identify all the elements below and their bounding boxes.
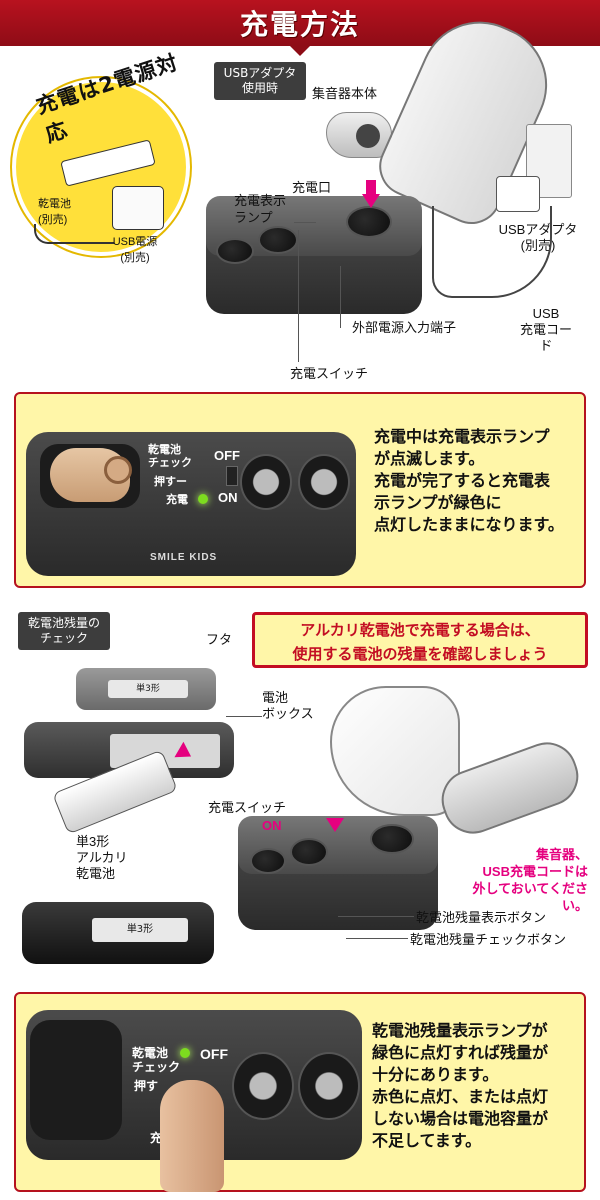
charge-port-arrow-head [362,194,380,208]
hearing-aid-label: 集音器本体 [312,86,378,101]
closeup-push-label: 押すー [154,476,187,488]
closeup2-push-label: 押す [134,1079,159,1093]
battery-box-leader [226,716,262,717]
closeup2-charge-label: 充 [150,1131,163,1145]
page-title: 充電方法 [239,8,360,41]
closeup2-left-well [30,1020,122,1140]
lid-size-text: 単3形 [136,684,160,694]
closeup-brand: SMILE KIDS [150,552,218,563]
charge-switch-label-2: 充電スイッチ [208,800,287,815]
indicator-lamp-label: 充電表示 ランプ [234,193,287,225]
case-right-well-1 [250,848,286,874]
charge-switch-leader [298,230,299,362]
usb-adapter-tag: USBアダプタ 使用時 [214,62,306,100]
usb-cord-label: USB 充電コード [519,306,572,353]
closeup2-battery-check-label: 乾電池 チェック [132,1046,181,1074]
closeup-hearing-aid-speaker [104,456,132,484]
lid-label: フタ [206,632,233,647]
closeup-on-label: ON [218,490,238,505]
charge-indicator-led-green [198,494,208,504]
earpiece-well-2 [258,226,298,254]
closeup-switch [226,466,238,486]
alkaline-warning-box: アルカリ乾電池で充電する場合は、 使用する電池の残量を確認しましょう [252,612,588,668]
case-right-well-2 [290,838,328,866]
closeup-off-label: OFF [214,448,240,463]
closed-box-label-plate: 単3形 [92,918,188,942]
pressing-thumb [160,1080,224,1192]
header-bar: 充電方法 [0,0,600,56]
ext-input-label: 外部電源入力端子 [352,320,457,335]
charge-port-label: 充電口 [292,180,332,195]
battery-check-info-text: 乾電池残量表示ランプが 緑色に点灯すれば残量が 十分にあります。 赤色に点灯、ま… [372,1021,549,1150]
battery-remain-led-green [180,1048,190,1058]
remain-check-leader [346,938,408,939]
header-notch [290,46,310,56]
charge-port-arrow-shaft [366,180,376,196]
battery-check-tag: 乾電池残量の チェック [18,612,110,650]
case-right-well-3 [370,824,414,854]
charge-switch-label: 充電スイッチ [290,366,369,381]
charge-switch-on-label: ON [262,818,282,833]
remain-check-button-label: 乾電池残量チェックボタン [410,932,567,947]
charge-port-well [346,206,392,238]
charge-switch-arrow [326,818,344,832]
closeup-battery-check-label: 乾電池 チェック [148,444,192,469]
closeup2-eartip-1 [232,1052,294,1120]
indicator-leader [294,222,316,223]
hearing-aid-speaker [356,124,380,148]
closeup2-off-label: OFF [200,1046,228,1062]
remain-display-leader [338,916,414,917]
charging-info-text: 充電中は充電表示ランプ が点滅します。 充電が完了すると充電表 示ランプが緑色に… [374,427,564,534]
closed-box-size-text: 単3形 [126,924,154,935]
ext-input-leader [340,266,341,328]
detach-note: 集音器、 USB充電コードは 外しておいてください。 [472,847,588,913]
closeup-charge-label: 充電 [166,494,188,506]
usb-cable-illustration [34,224,114,244]
remain-display-button-label: 乾電池残量表示ボタン [416,910,547,925]
usb-power-label: USB電源 (別売) [112,236,158,264]
earpiece-well-1 [216,238,254,264]
battery-label: 乾電池 (別売) [38,198,71,226]
closeup2-eartip-2 [298,1052,360,1120]
closeup-eartip-1 [240,454,292,510]
usb-power-illustration [112,186,164,230]
closeup-eartip-2 [298,454,350,510]
pressing-finger-illustration [330,686,460,816]
battery-box-label: 電池 ボックス [262,690,314,721]
usb-cord-illustration [432,206,552,298]
aa-battery-label: 単3形 アルカリ 乾電池 [76,834,128,881]
lid-size-mark: 単3形 [108,680,188,698]
